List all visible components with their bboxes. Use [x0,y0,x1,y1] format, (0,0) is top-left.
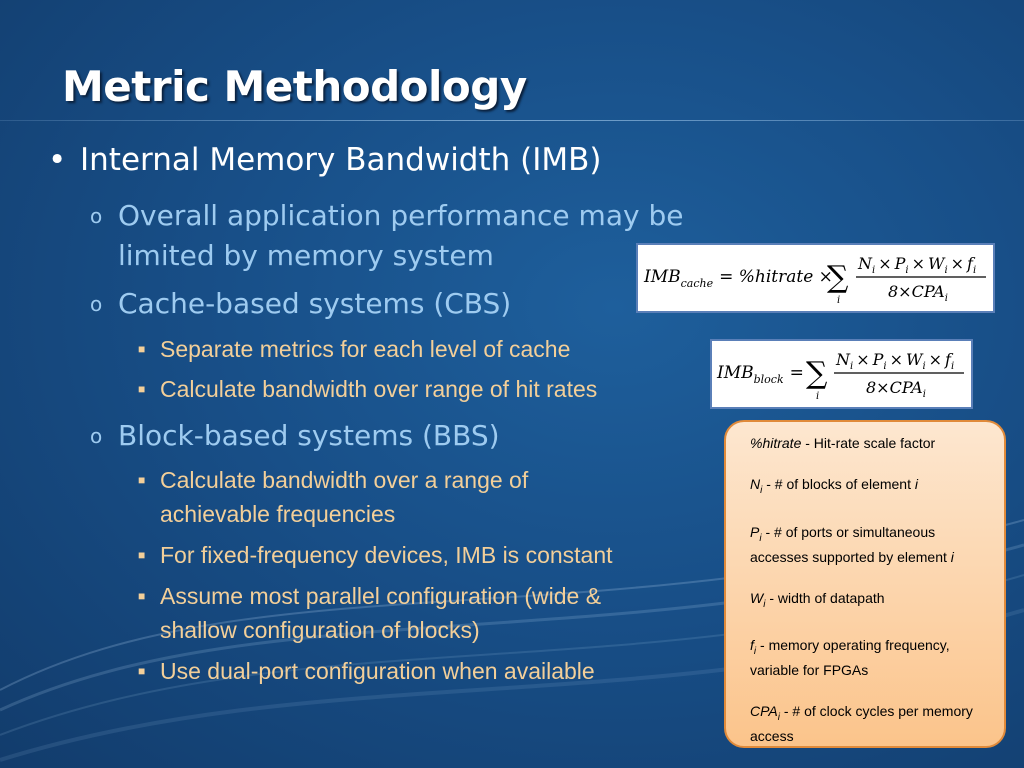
legend-symbol: W [750,589,764,606]
legend-w: Wi - width of datapath [750,589,984,614]
bullet-text: Internal Memory Bandwidth (IMB) [80,142,602,178]
bullet-text: shallow configuration of blocks) [160,617,480,643]
sub-i: i [923,389,926,400]
svg-text:IMBblock=: IMBblock = [716,363,804,386]
sub-i: i [872,265,875,276]
bullet-marker: ■ [138,589,146,603]
legend-symbol: %hitrate [750,435,802,451]
num-f: f [944,350,954,369]
variable-legend: %hitrate - Hit-rate scale factor Ni - # … [724,420,1006,748]
bullet-marker: • [48,142,67,178]
num-n: N [857,254,873,273]
num-w: W [906,350,924,369]
bullet-marker: o [90,204,103,228]
num-n: N [835,350,851,369]
legend-p: Pi - # of ports or simultaneous accesses… [750,523,984,566]
svg-text:Ni×Pi×Wi×fi: Ni×Pi×Wi×fi [835,350,954,372]
bullet-text: Overall application performance may be [118,199,684,232]
num-p: P [872,350,884,369]
sub-i: i [944,265,947,276]
times: × [912,254,925,273]
bullet-text: Assume most parallel configuration (wide… [160,583,602,609]
legend-n: Ni - # of blocks of element i [750,475,984,500]
legend-desc: - # of clock cycles per memory access [750,703,973,744]
sum-sign: ∑ [806,356,828,391]
sub-i: i [905,265,908,276]
formula-eq: = %hitrate × [719,267,833,287]
times: × [856,350,869,369]
legend-symbol: P [750,523,760,540]
num-f: f [966,254,976,273]
legend-sub: i [759,532,762,544]
bullet-marker: o [90,424,103,448]
denominator: 8×CPA [866,378,923,397]
legend-sub: i [760,484,763,496]
times: × [890,350,903,369]
svg-text:8×CPAi: 8×CPAi [866,378,926,400]
legend-desc: - width of datapath [765,589,885,606]
sub-i: i [883,361,886,372]
legend-desc: - # of blocks of element [762,476,915,492]
bullet-marker: ■ [138,382,146,396]
bullet-text: Separate metrics for each level of cache [160,336,571,362]
denominator: 8×CPA [888,282,945,301]
svg-text:IMBcache= %hitrate ×: IMBcache = %hitrate × [643,267,833,290]
legend-sub: i [763,598,766,610]
legend-elem: i [914,476,919,492]
sub-i: i [951,361,954,372]
svg-text:8×CPAi: 8×CPAi [888,282,948,304]
bullet-marker: o [90,292,103,316]
bullet-text: achievable frequencies [160,501,396,527]
legend-symbol: f [750,637,754,654]
sub-i: i [922,361,925,372]
bullet-marker: ■ [138,473,146,487]
formula-lhs: IMB [716,363,754,383]
svg-text:Ni×Pi×Wi×fi: Ni×Pi×Wi×fi [857,254,976,276]
sum-index: i [837,295,840,306]
slide-title: Metric Methodology [62,62,527,111]
legend-sub: i [777,711,780,723]
sum-sign: ∑ [827,260,849,295]
num-p: P [894,254,906,273]
bullet-marker: ■ [138,664,146,678]
bullet-text: Cache-based systems (CBS) [118,287,512,320]
times: × [951,254,964,273]
legend-hitrate: %hitrate - Hit-rate scale factor [750,434,984,452]
bullet-text: Calculate bandwidth over a range of [160,467,529,493]
times: × [878,254,891,273]
imb-cache-formula: IMBcache= %hitrate × ∑ i Ni×Pi×Wi×fi 8×C… [636,243,995,313]
bullet-marker: ■ [138,548,146,562]
num-w: W [928,254,946,273]
bullet-text: Block-based systems (BBS) [118,419,500,452]
formula-lhs: IMB [643,267,681,287]
legend-symbol: CPA [750,703,778,720]
formula-eq: = [790,363,804,383]
formula-lhs-sub: block [754,373,784,386]
times: × [929,350,942,369]
legend-desc: - Hit-rate scale factor [801,435,936,451]
sub-i: i [973,265,976,276]
title-divider [0,120,1024,121]
legend-sub: i [753,646,757,658]
legend-desc: - # of ports or simultaneous accesses su… [750,523,951,565]
legend-desc: - memory operating frequency, variable f… [750,637,950,679]
bullet-text: For fixed-frequency devices, IMB is cons… [160,542,613,568]
legend-elem: i [950,548,954,565]
bullet-text: Calculate bandwidth over range of hit ra… [160,376,598,402]
imb-block-formula: IMBblock= ∑ i Ni×Pi×Wi×fi 8×CPAi [710,339,973,409]
legend-f: fi - memory operating frequency, variabl… [750,636,984,679]
formula-lhs-sub: cache [681,277,714,290]
bullet-marker: ■ [138,342,146,356]
legend-cpa: CPAi - # of clock cycles per memory acce… [750,702,984,745]
legend-symbol: N [750,476,761,492]
sub-i: i [850,361,853,372]
sum-index: i [816,391,819,402]
bullet-text: Use dual-port configuration when availab… [160,658,595,684]
sub-i: i [945,293,948,304]
bullet-text: limited by memory system [118,239,494,272]
